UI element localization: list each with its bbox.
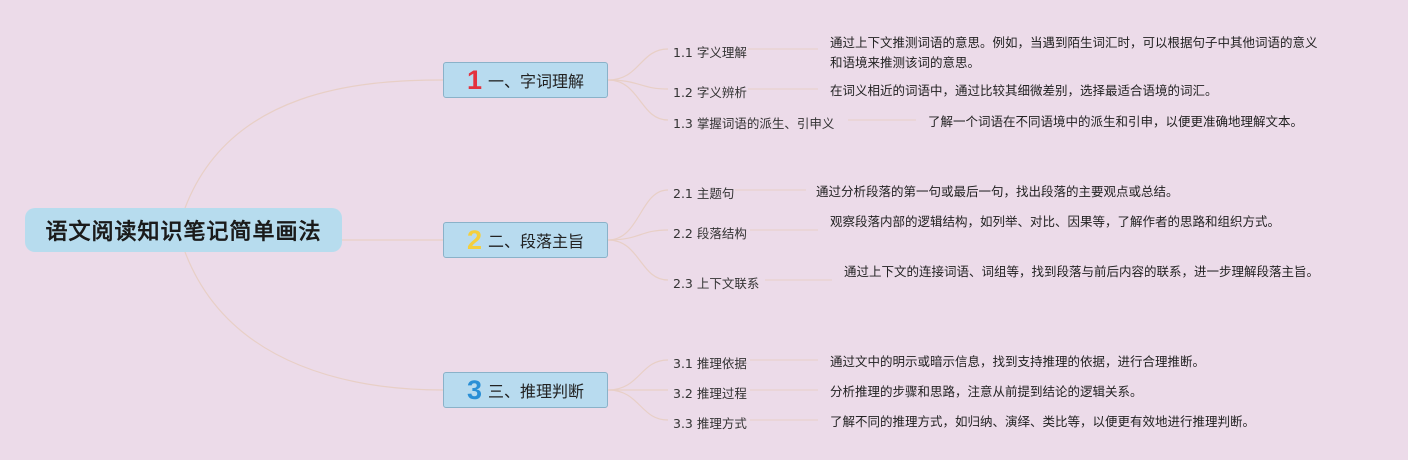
subtopic-3-1[interactable]: 3.1 推理依据 xyxy=(673,356,747,371)
subtopic-1-2[interactable]: 1.2 字义辨析 xyxy=(673,85,747,100)
branch-3-node[interactable]: 3 三、推理判断 xyxy=(443,372,608,408)
connector-root-branch-3 xyxy=(184,251,444,391)
connector-root-branch-1 xyxy=(184,79,444,209)
desc-2-3: 通过上下文的连接词语、词组等，找到段落与前后内容的联系，进一步理解段落主旨。 xyxy=(844,264,1320,279)
root-title: 语文阅读知识笔记简单画法 xyxy=(45,220,322,245)
connector-branch-3-sub-1 xyxy=(607,359,669,391)
subtopic-2-2[interactable]: 2.2 段落结构 xyxy=(673,226,747,241)
desc-1-1: 通过上下文推测词语的意思。例如，当遇到陌生词汇时，可以根据句子中其他词语的意义和… xyxy=(830,35,1318,70)
desc-2-2: 观察段落内部的逻辑结构，如列举、对比、因果等，了解作者的思路和组织方式。 xyxy=(830,214,1281,229)
connector-branch-2-sub-1 xyxy=(607,189,669,241)
connector-branch-2-sub-3 xyxy=(607,239,669,281)
connector-branch-1-sub-2 xyxy=(607,79,669,90)
connector-branch-1-sub-3 xyxy=(607,79,669,121)
root-topic[interactable]: 语文阅读知识笔记简单画法 xyxy=(25,208,342,252)
desc-3-1: 通过文中的明示或暗示信息，找到支持推理的依据，进行合理推断。 xyxy=(830,354,1206,369)
number-badge-1: 1 xyxy=(466,64,482,95)
subtopic-3-2[interactable]: 3.2 推理过程 xyxy=(673,386,747,401)
desc-3-3: 了解不同的推理方式，如归纳、演绎、类比等，以便更有效地进行推理判断。 xyxy=(830,414,1256,429)
branch-3-label: 三、推理判断 xyxy=(488,382,585,401)
branch-2-node[interactable]: 2 二、段落主旨 xyxy=(443,222,608,258)
connector-branch-1-sub-1 xyxy=(607,48,669,81)
subtopic-2-3[interactable]: 2.3 上下文联系 xyxy=(673,276,760,291)
branch-2-label: 二、段落主旨 xyxy=(488,232,585,251)
desc-1-3: 了解一个词语在不同语境中的派生和引申，以便更准确地理解文本。 xyxy=(928,114,1304,129)
branch-1-node[interactable]: 1 一、字词理解 xyxy=(443,62,608,98)
connector-branch-3-sub-3 xyxy=(607,389,669,421)
number-badge-3: 3 xyxy=(466,374,482,405)
desc-1-2: 在词义相近的词语中，通过比较其细微差别，选择最适合语境的词汇。 xyxy=(830,83,1218,98)
subtopic-3-3[interactable]: 3.3 推理方式 xyxy=(673,416,747,431)
subtopic-1-3[interactable]: 1.3 掌握词语的派生、引申义 xyxy=(673,116,835,131)
desc-2-1: 通过分析段落的第一句或最后一句，找出段落的主要观点或总结。 xyxy=(816,184,1179,199)
subtopic-2-1[interactable]: 2.1 主题句 xyxy=(673,186,735,201)
connector-branch-2-sub-2 xyxy=(607,229,669,241)
desc-3-2: 分析推理的步骤和思路，注意从前提到结论的逻辑关系。 xyxy=(830,384,1143,399)
number-badge-2: 2 xyxy=(466,224,482,255)
branch-1-label: 一、字词理解 xyxy=(488,72,585,91)
subtopic-1-1[interactable]: 1.1 字义理解 xyxy=(673,45,747,60)
